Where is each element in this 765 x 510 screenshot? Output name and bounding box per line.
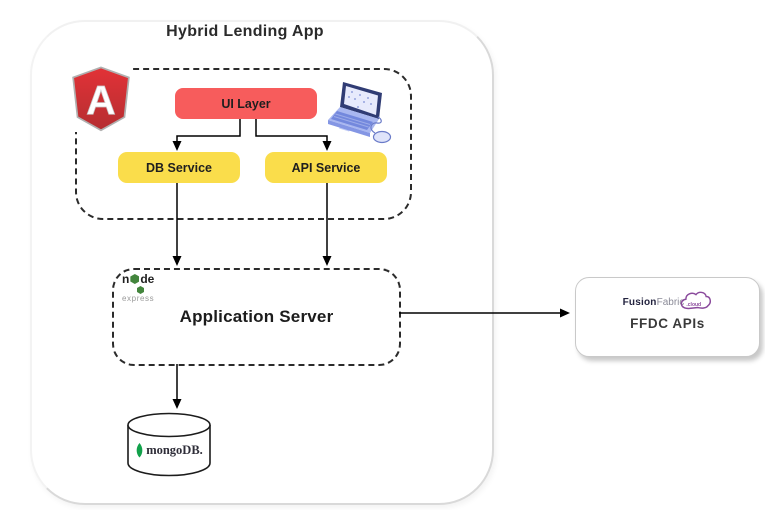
node-wordmark-prefix: n xyxy=(122,272,130,286)
angular-logo-icon: A xyxy=(70,66,132,132)
angular-letter: A xyxy=(86,77,116,123)
mongodb-logo: mongoDB. xyxy=(129,441,209,459)
mongodb-leaf-icon xyxy=(136,442,143,458)
mongodb-wordmark: mongoDB. xyxy=(146,442,203,457)
cloud-wordmark: .cloud xyxy=(686,302,702,308)
node-express-logo-icon: n de express xyxy=(122,273,192,303)
api-service-label: API Service xyxy=(291,160,361,175)
nodejs-badge-icon xyxy=(137,286,144,294)
ffdc-apis-label: FFDC APIs xyxy=(630,316,705,331)
ui-layer-node: UI Layer xyxy=(175,88,317,119)
db-service-label: DB Service xyxy=(145,160,212,175)
node-wordmark: n de xyxy=(122,273,192,285)
diagram-title: Hybrid Lending App xyxy=(166,23,324,40)
db-service-node: DB Service xyxy=(118,152,240,183)
express-wordmark: express xyxy=(122,294,155,303)
application-server-node: Application Server xyxy=(112,268,401,366)
laptop-icon xyxy=(318,76,398,151)
ui-layer-label: UI Layer xyxy=(221,96,271,111)
fusion-wordmark: Fusion xyxy=(622,296,657,308)
fabric-wordmark: Fabric xyxy=(656,296,685,308)
application-server-label: Application Server xyxy=(179,307,334,326)
api-service-node: API Service xyxy=(265,152,387,183)
node-hexagon-icon xyxy=(130,274,140,284)
ffdc-apis-node: Fusion Fabric .cloud FFDC APIs xyxy=(575,277,760,357)
fusionfabric-logo: Fusion Fabric .cloud xyxy=(576,290,759,314)
frontend-group-box xyxy=(75,68,412,220)
node-wordmark-suffix: de xyxy=(140,272,155,286)
fusionfabric-cloud-icon: .cloud xyxy=(680,290,712,314)
